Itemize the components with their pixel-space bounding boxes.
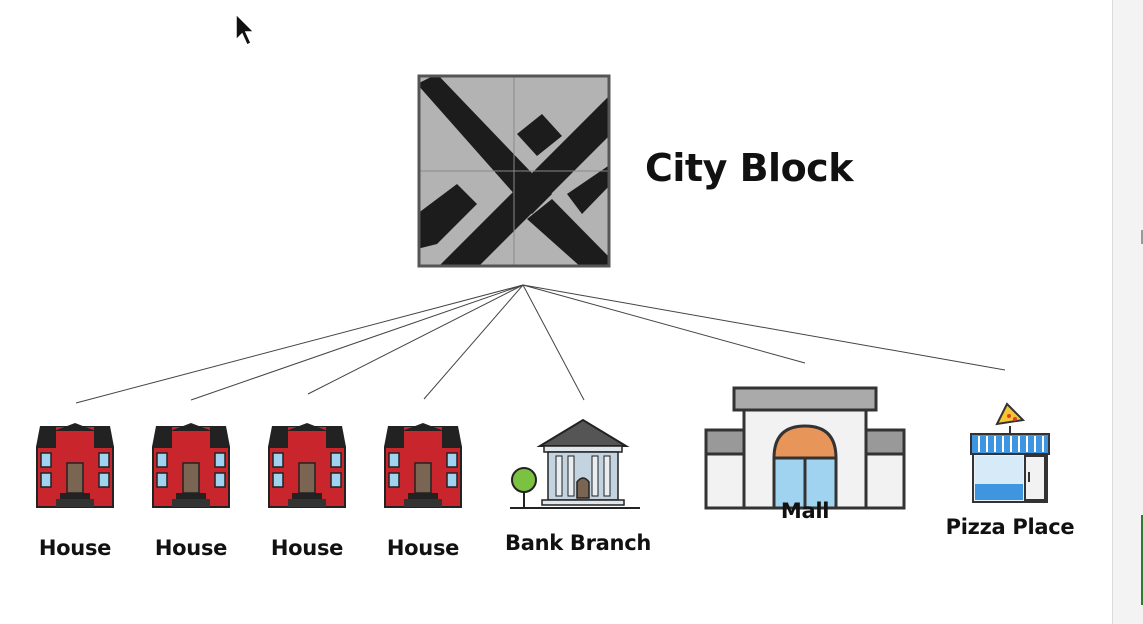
- root-title: City Block: [645, 146, 853, 190]
- house-icon: [384, 423, 462, 508]
- connector-house-3: [307, 284, 524, 395]
- mall-icon: [704, 386, 906, 510]
- pizza-shop-icon: [970, 402, 1050, 503]
- connector-mall: [522, 284, 806, 364]
- connector-house-4: [423, 284, 524, 400]
- slide-canvas: City Block House: [32, 12, 1075, 563]
- city-map-icon: [417, 74, 611, 268]
- node-label: House: [386, 536, 460, 560]
- node-mall: Mall: [704, 386, 906, 563]
- node-label: House: [270, 536, 344, 560]
- scrollbar-marker: [1141, 515, 1143, 605]
- node-pizza-place: Pizza Place: [946, 402, 1075, 563]
- node-label: House: [38, 536, 112, 560]
- scrollbar-marker: [1141, 230, 1143, 244]
- house-icon: [152, 423, 230, 508]
- node-label: House: [154, 536, 228, 560]
- node-bank-branch: Bank Branch: [505, 418, 651, 563]
- node-label: Bank Branch: [505, 531, 651, 555]
- node-house-1: House: [32, 423, 118, 563]
- connector-house-2: [190, 284, 524, 401]
- node-label: Pizza Place: [945, 515, 1075, 539]
- vertical-scrollbar[interactable]: [1112, 0, 1143, 624]
- connector-pizza: [522, 284, 1006, 371]
- node-house-2: House: [148, 423, 234, 563]
- connector-house-1: [75, 284, 524, 404]
- connector-lines: [75, 284, 1006, 404]
- node-label: Mall: [780, 499, 830, 523]
- bank-icon: [510, 418, 640, 509]
- mouse-cursor-icon: [235, 12, 256, 47]
- node-house-4: House: [380, 423, 466, 563]
- house-icon: [268, 423, 346, 508]
- node-house-3: House: [264, 423, 350, 563]
- connector-bank: [522, 284, 585, 401]
- house-icon: [36, 423, 114, 508]
